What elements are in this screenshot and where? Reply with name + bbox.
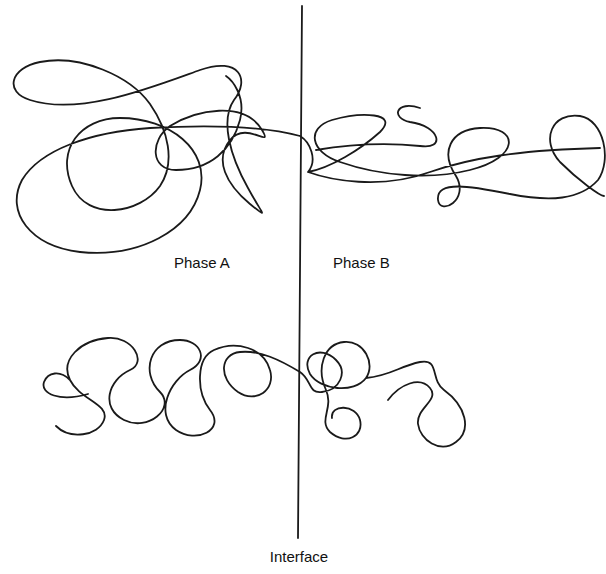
interface-label: Interface: [270, 548, 328, 566]
polymer-chain-bottom: [43, 338, 465, 447]
phase-label: Phase A: [174, 254, 230, 272]
phase-label: Phase B: [333, 254, 390, 272]
interface-line: [298, 6, 302, 538]
polymer-chain-top: [14, 60, 605, 252]
